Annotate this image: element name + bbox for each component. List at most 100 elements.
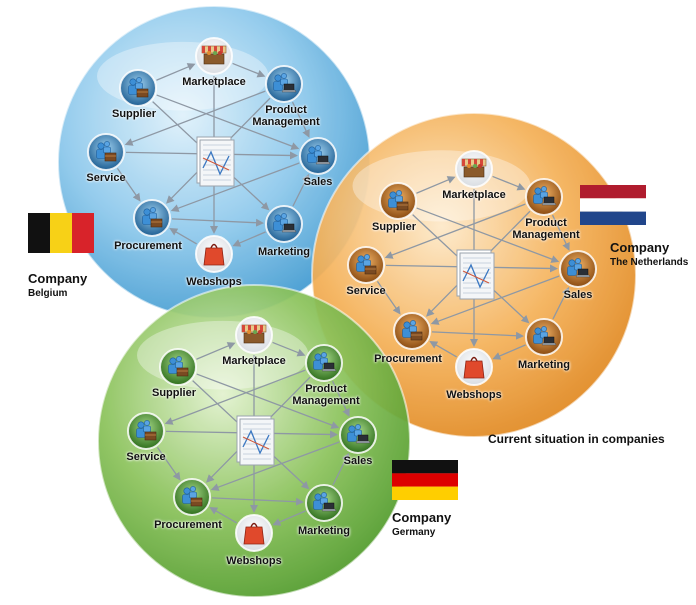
- arrow-germany-sales-to-procurement: [210, 441, 340, 491]
- company-subtitle: Belgium: [28, 288, 68, 299]
- arrow-netherlands-procurement-to-marketing: [431, 331, 525, 340]
- flag-germany-stripe-3: [392, 486, 458, 500]
- person-crate-icon-belgium-supplier: [119, 69, 157, 107]
- document-icon-netherlands-center: [456, 249, 495, 300]
- arrow-netherlands-service-to-procurement: [376, 281, 401, 315]
- person-laptop-icon-netherlands-sales: [559, 250, 597, 288]
- shopping-bag-icon-netherlands-webshops: [455, 348, 493, 386]
- node-label-germany-marketing: Marketing: [298, 525, 350, 537]
- node-label-germany-supplier: Supplier: [151, 387, 196, 399]
- arrow-netherlands-product-to-service: [384, 203, 526, 259]
- person-laptop-icon-germany-marketing: [305, 484, 343, 522]
- node-label-netherlands-marketing: Marketing: [518, 359, 570, 371]
- person-laptop-icon-belgium-product: [265, 65, 303, 103]
- arrow-germany-webshops-to-procurement: [209, 507, 238, 524]
- node-label-netherlands-procurement: Procurement: [374, 353, 442, 365]
- node-label-netherlands-webshops: Webshops: [446, 389, 502, 401]
- arrow-belgium-supplier-to-marketplace: [156, 63, 196, 81]
- arrow-belgium-supplier-to-sales: [156, 94, 300, 150]
- person-crate-icon-germany-supplier: [159, 348, 197, 386]
- arrow-germany-marketing-to-webshops: [272, 510, 306, 526]
- document-icon-belgium-center: [196, 136, 235, 187]
- arrow-germany-service-to-procurement: [156, 447, 181, 481]
- market-stall-icon-germany-marketplace: [235, 316, 273, 354]
- person-crate-icon-germany-service: [127, 412, 165, 450]
- arrow-netherlands-marketing-to-webshops: [492, 344, 526, 360]
- flag-belgium-stripe-2: [50, 213, 72, 253]
- market-stall-icon-netherlands-marketplace: [455, 150, 493, 188]
- node-label-germany-product: Product Management: [292, 383, 360, 407]
- node-label-netherlands-product: Product Management: [512, 217, 580, 241]
- arrow-belgium-product-to-service: [124, 90, 266, 146]
- person-laptop-icon-belgium-marketing: [265, 205, 303, 243]
- person-laptop-icon-belgium-sales: [299, 137, 337, 175]
- flag-belgium-stripe-3: [72, 213, 94, 253]
- node-label-belgium-sales: Sales: [303, 176, 333, 188]
- company-name-netherlands: Company The Netherlands: [610, 240, 688, 268]
- shopping-bag-icon-belgium-webshops: [195, 235, 233, 273]
- node-label-belgium-supplier: Supplier: [111, 108, 156, 120]
- arrow-germany-product-to-service: [164, 369, 306, 425]
- company-subtitle: Germany: [392, 527, 436, 538]
- shopping-bag-icon-germany-webshops: [235, 514, 273, 552]
- person-crate-icon-germany-procurement: [173, 478, 211, 516]
- document-icon-germany-center: [236, 415, 275, 466]
- person-crate-icon-netherlands-supplier: [379, 182, 417, 220]
- node-label-netherlands-sales: Sales: [563, 289, 593, 301]
- node-label-belgium-marketing: Marketing: [258, 246, 310, 258]
- arrow-netherlands-marketing-to-sales: [552, 286, 570, 320]
- arrow-belgium-marketing-to-sales: [292, 173, 310, 207]
- flag-netherlands-stripe-3: [580, 211, 646, 225]
- node-label-belgium-procurement: Procurement: [114, 240, 182, 252]
- arrow-netherlands-supplier-to-marketplace: [416, 176, 456, 194]
- node-label-germany-marketplace: Marketplace: [222, 355, 286, 367]
- arrow-belgium-marketplace-to-product: [232, 62, 266, 78]
- person-laptop-icon-germany-product: [305, 344, 343, 382]
- company-name-germany: Company Germany: [392, 510, 451, 538]
- company-title: Company: [392, 510, 452, 525]
- arrow-germany-marketing-to-sales: [332, 452, 350, 486]
- node-label-belgium-marketplace: Marketplace: [182, 76, 246, 88]
- company-title: Company: [610, 240, 670, 255]
- flag-netherlands: [580, 185, 646, 225]
- node-label-germany-service: Service: [126, 451, 166, 463]
- arrow-germany-marketplace-to-product: [272, 341, 306, 357]
- arrow-netherlands-webshops-to-procurement: [429, 341, 458, 358]
- market-stall-icon-belgium-marketplace: [195, 37, 233, 75]
- flag-belgium: [28, 213, 94, 253]
- diagram-caption: Current situation in companies: [488, 432, 665, 446]
- node-label-netherlands-supplier: Supplier: [371, 221, 416, 233]
- person-crate-icon-belgium-service: [87, 133, 125, 171]
- company-name-belgium: Company Belgium: [28, 271, 87, 299]
- node-label-belgium-webshops: Webshops: [186, 276, 242, 288]
- flag-netherlands-stripe-2: [580, 198, 646, 212]
- person-laptop-icon-germany-sales: [339, 416, 377, 454]
- person-crate-icon-netherlands-service: [347, 246, 385, 284]
- arrow-germany-product-to-sales: [331, 380, 350, 417]
- person-crate-icon-belgium-procurement: [133, 199, 171, 237]
- arrow-belgium-product-to-sales: [291, 101, 310, 138]
- company-title: Company: [28, 271, 88, 286]
- arrow-netherlands-sales-to-procurement: [430, 275, 560, 325]
- flag-belgium-stripe-1: [28, 213, 50, 253]
- node-label-belgium-service: Service: [86, 172, 126, 184]
- arrow-belgium-webshops-to-procurement: [169, 228, 198, 245]
- company-subtitle: The Netherlands: [610, 257, 689, 268]
- flag-germany-stripe-2: [392, 473, 458, 487]
- node-label-germany-sales: Sales: [343, 455, 373, 467]
- arrow-germany-procurement-to-marketing: [211, 497, 305, 506]
- node-label-germany-procurement: Procurement: [154, 519, 222, 531]
- arrow-netherlands-product-to-sales: [551, 214, 570, 251]
- node-label-belgium-product: Product Management: [252, 104, 320, 128]
- person-laptop-icon-netherlands-product: [525, 178, 563, 216]
- arrow-belgium-sales-to-procurement: [170, 162, 300, 212]
- flag-germany-stripe-1: [392, 460, 458, 474]
- arrow-belgium-marketing-to-webshops: [232, 231, 266, 247]
- flag-germany: [392, 460, 458, 500]
- arrow-belgium-service-to-procurement: [116, 168, 141, 202]
- arrow-belgium-procurement-to-marketing: [171, 218, 265, 227]
- arrow-germany-supplier-to-marketplace: [196, 342, 236, 360]
- node-label-netherlands-service: Service: [346, 285, 386, 297]
